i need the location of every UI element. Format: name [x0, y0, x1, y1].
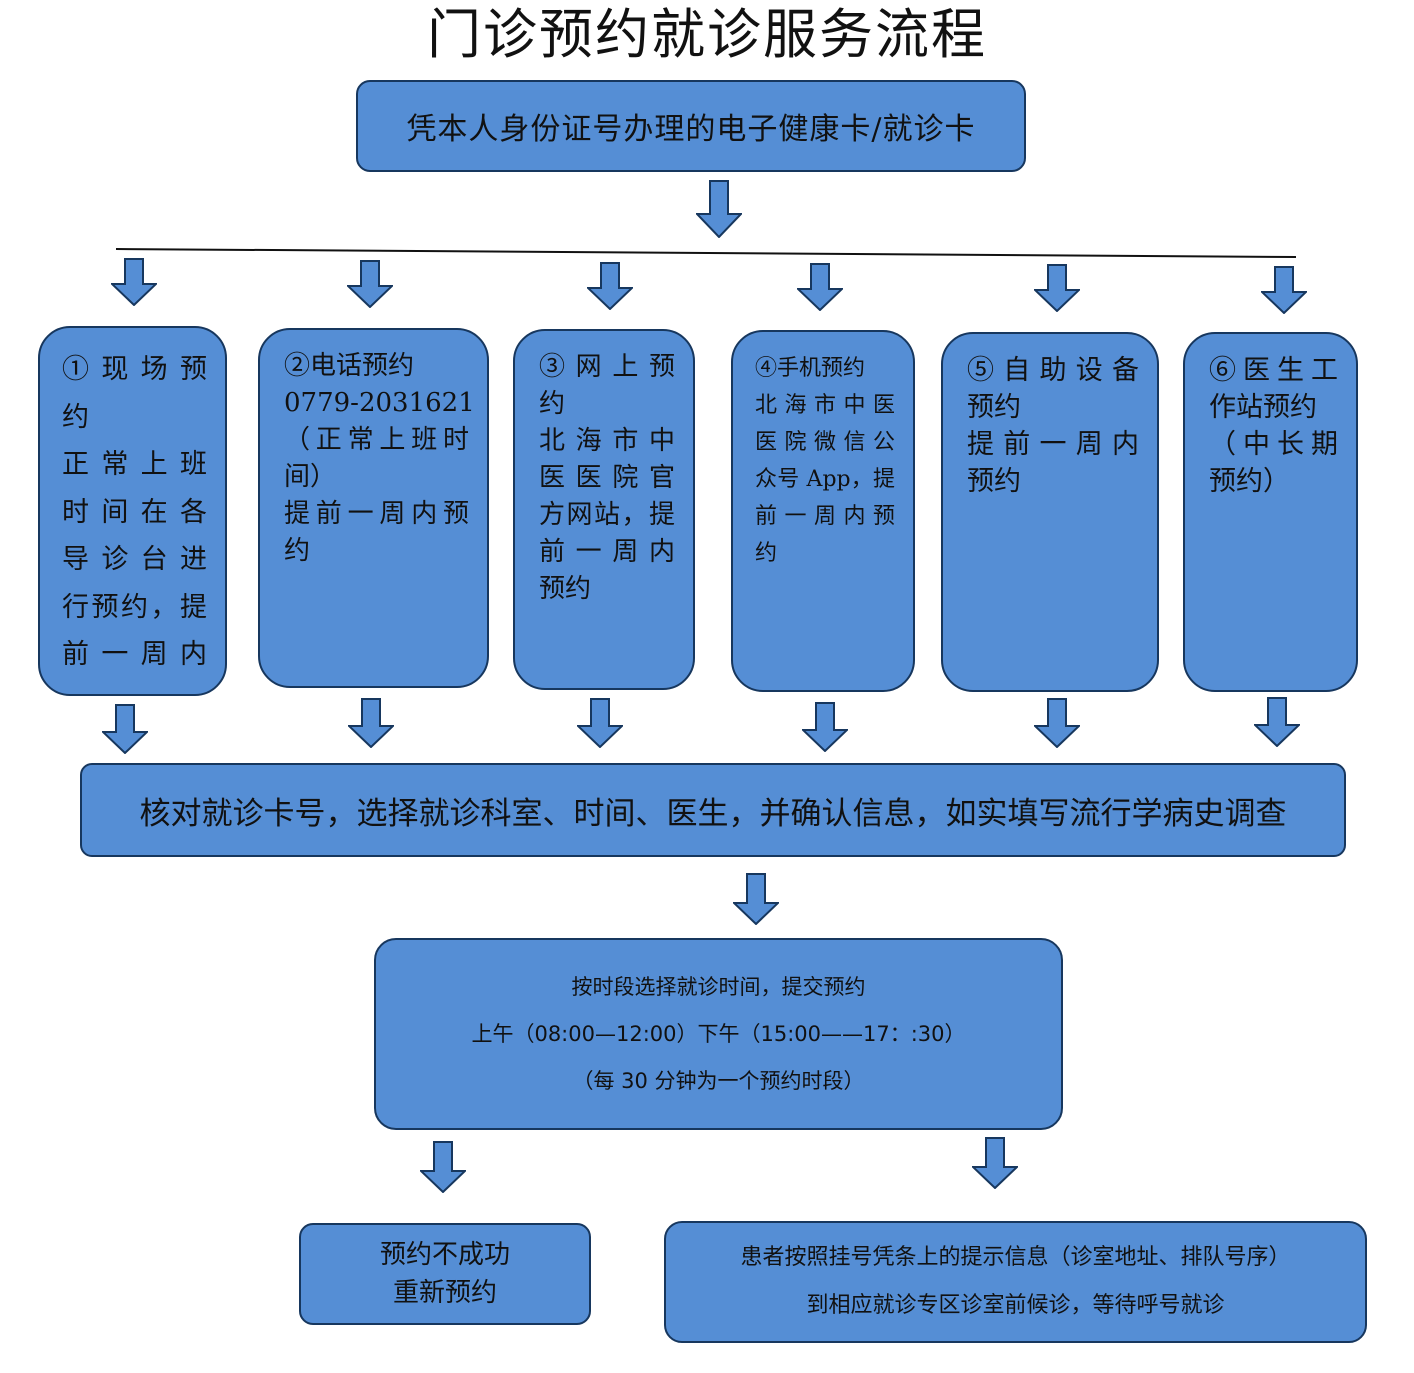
channel-line: 众号 App，提	[755, 467, 895, 492]
channel-line: 预约	[539, 574, 592, 604]
channel-line: ⑤自助设备	[967, 355, 1139, 386]
time-slot-box: 按时段选择就诊时间，提交预约 上午（08:00—12:00）下午（15:00——…	[374, 938, 1063, 1130]
waiting-instructions-box: 患者按照挂号凭条上的提示信息（诊室地址、排队号序） 到相应就诊专区诊室前候诊，等…	[664, 1221, 1367, 1343]
arrow-down-icon	[587, 262, 633, 310]
channel-line: 正常上班	[62, 449, 207, 480]
branch-connector-line	[115, 248, 1297, 258]
channel-line: 提前一周内	[967, 429, 1139, 460]
arrow-down-icon	[577, 698, 623, 748]
confirm-info-text: 核对就诊卡号，选择就诊科室、时间、医生，并确认信息，如实填写流行学病史调查	[139, 795, 1287, 832]
channel-phone-box: ②电话预约 0779-2031621 （正常上班时 间） 提前一周内预 约	[258, 328, 489, 688]
arrow-down-icon	[347, 260, 393, 308]
channel-line: 作站预约	[1209, 392, 1317, 423]
waiting-instructions-line: 到相应就诊专区诊室前候诊，等待呼号就诊	[806, 1293, 1225, 1318]
booking-failed-box: 预约不成功 重新预约	[299, 1223, 591, 1325]
channel-line: 预约	[967, 466, 1021, 497]
channel-line: 导诊台进	[62, 544, 207, 575]
arrow-down-icon	[1261, 266, 1307, 314]
channel-line: 前一周内预	[755, 504, 895, 529]
channel-line: 时间在各	[62, 496, 207, 528]
channel-kiosk-box: ⑤自助设备 预约 提前一周内 预约	[941, 332, 1159, 692]
channel-line: ⑥医生工	[1209, 355, 1338, 386]
channel-line: 医院微信公	[755, 430, 895, 455]
time-slot-line: 按时段选择就诊时间，提交预约	[571, 974, 866, 999]
channel-doctor-workstation-box: ⑥医生工 作站预约 （中长期 预约）	[1183, 332, 1358, 692]
arrow-down-icon	[1254, 697, 1300, 747]
arrow-down-icon	[797, 263, 843, 311]
channel-line: 前一周内	[62, 639, 207, 670]
channel-line: 北海市中医	[755, 393, 895, 418]
health-card-text: 凭本人身份证号办理的电子健康卡/就诊卡	[406, 112, 976, 147]
arrow-down-icon	[802, 702, 848, 752]
arrow-down-icon	[348, 698, 394, 748]
arrow-down-icon	[111, 258, 157, 306]
channel-line: 方网站，提	[539, 500, 675, 530]
channel-line: ③网上预	[539, 352, 675, 382]
booking-failed-line: 重新预约	[392, 1278, 497, 1308]
booking-failed-line: 预约不成功	[379, 1240, 510, 1270]
arrow-down-icon	[733, 873, 779, 925]
channel-line: ②电话预约	[284, 351, 415, 381]
channel-line: 间）	[284, 462, 337, 492]
channel-line: 约	[755, 541, 778, 566]
arrow-down-icon	[1034, 698, 1080, 748]
channel-line: 约	[539, 389, 566, 419]
health-card-box: 凭本人身份证号办理的电子健康卡/就诊卡	[356, 80, 1026, 172]
arrow-down-icon	[972, 1137, 1018, 1189]
channel-line: ④手机预约	[755, 356, 866, 381]
time-slot-line: 上午（08:00—12:00）下午（15:00——17：:30）	[471, 1021, 966, 1046]
channel-line: 北海市中	[539, 426, 675, 456]
channel-line: 预约	[967, 392, 1021, 423]
channel-line: 行预约，提	[62, 591, 207, 623]
channel-mobile-box: ④手机预约 北海市中医 医院微信公 众号 App，提 前一周内预 约	[731, 330, 915, 692]
channel-line: （中长期	[1209, 429, 1338, 460]
page-title: 门诊预约就诊服务流程	[427, 3, 987, 66]
channel-web-box: ③网上预 约 北海市中 医医院官 方网站，提 前一周内 预约	[513, 329, 695, 690]
confirm-info-box: 核对就诊卡号，选择就诊科室、时间、医生，并确认信息，如实填写流行学病史调查	[80, 763, 1346, 857]
time-slot-line: （每 30 分钟为一个预约时段）	[572, 1068, 865, 1093]
channel-onsite-box: ①现场预 约 正常上班 时间在各 导诊台进 行预约，提 前一周内	[38, 326, 227, 696]
waiting-instructions-line: 患者按照挂号凭条上的提示信息（诊室地址、排队号序）	[740, 1245, 1291, 1270]
channel-line: 0779-2031621	[284, 388, 475, 418]
channel-line: （正常上班时	[284, 425, 469, 455]
channel-line: ①现场预	[62, 354, 207, 385]
channel-line: 医医院官	[539, 463, 675, 493]
channel-line: 约	[284, 536, 311, 566]
channel-line: 提前一周内预	[284, 499, 469, 529]
arrow-down-icon	[1034, 264, 1080, 312]
channel-line: 前一周内	[539, 537, 675, 567]
arrow-down-icon	[102, 704, 148, 754]
channel-line: 预约）	[1209, 466, 1290, 497]
channel-line: 约	[62, 401, 89, 433]
arrow-down-icon	[420, 1141, 466, 1193]
arrow-down-icon	[696, 180, 742, 238]
